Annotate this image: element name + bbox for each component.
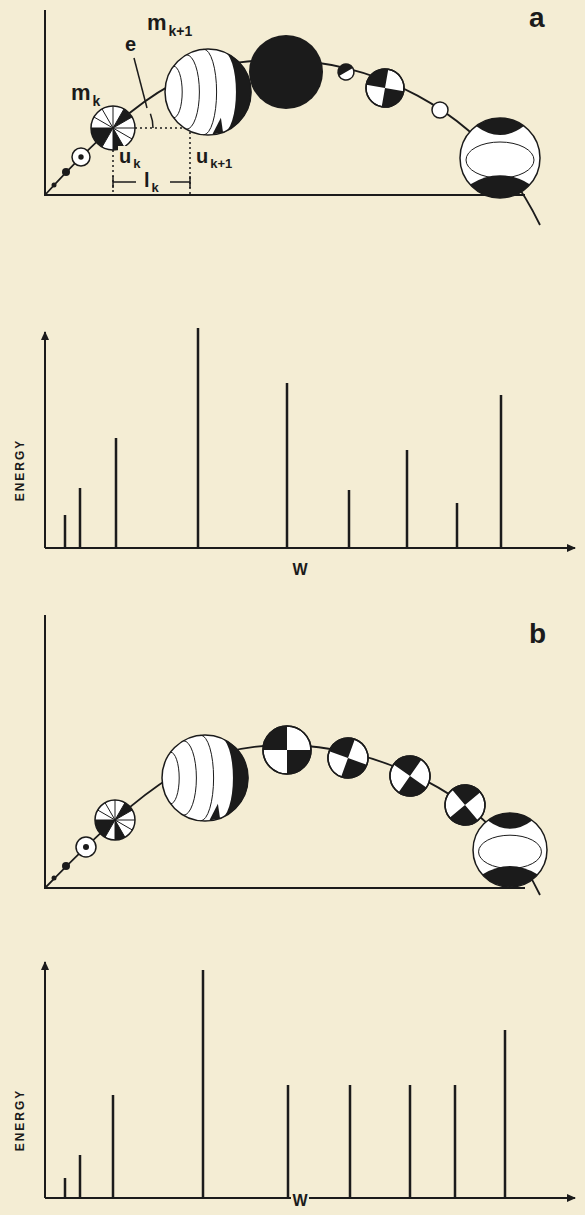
panel-letter: a (528, 4, 546, 32)
spectrum-a (45, 328, 575, 548)
symbol-label: m (70, 82, 92, 104)
subscript: k+1 (168, 24, 194, 38)
axis-label: W (291, 562, 308, 578)
focal-mechanisms-a (52, 35, 541, 198)
subscript: k (151, 181, 160, 194)
panel-letter: b (528, 620, 547, 648)
focal-mechanisms-b (52, 726, 548, 887)
axis-label: ENERGY (14, 438, 26, 503)
spectrum-b (45, 962, 575, 1198)
symbol-label: m (146, 12, 168, 34)
symbol-label: u (118, 146, 132, 166)
subscript: k (132, 157, 141, 170)
axis-label: W (291, 1193, 308, 1209)
axis-label: ENERGY (14, 1088, 26, 1153)
axes-panel-a (45, 10, 540, 225)
angle-label: e (124, 34, 137, 54)
symbol-label: u (195, 146, 209, 166)
subscript: k (92, 94, 102, 108)
symbol-label: l (143, 170, 151, 190)
axes-panel-b (45, 615, 540, 895)
subscript: k+1 (209, 157, 233, 170)
